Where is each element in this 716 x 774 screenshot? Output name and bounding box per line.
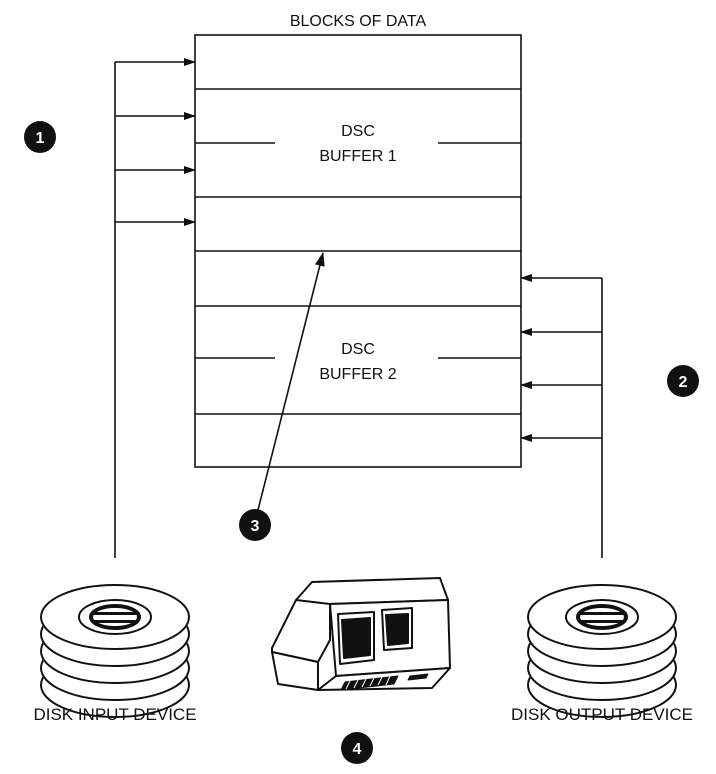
marker-number: 2 [679, 374, 688, 391]
diagram-title: BLOCKS OF DATA [290, 13, 427, 30]
marker-circle [667, 365, 699, 397]
buffer-1-line1: DSC [341, 123, 375, 140]
computer-terminal-icon [271, 577, 451, 691]
disk-stack-icon [527, 584, 677, 718]
disk-output-device: DISK OUTPUT DEVICE [511, 584, 693, 724]
buffer-stack: DSC BUFFER 1 DSC BUFFER 2 [194, 34, 522, 468]
disk-output-label: DISK OUTPUT DEVICE [511, 705, 693, 724]
marker-3: 3 [239, 509, 271, 541]
marker-circle [239, 509, 271, 541]
buffer-2-line1: DSC [341, 341, 375, 358]
marker-1: 1 [24, 121, 56, 153]
marker-number: 1 [36, 130, 45, 147]
buffer-2-line2: BUFFER 2 [319, 366, 396, 383]
output-connector [520, 274, 603, 558]
buffer-1-line2: BUFFER 1 [319, 148, 396, 165]
disk-stack-icon [40, 584, 190, 718]
pointer-arrow [257, 252, 325, 511]
marker-circle [341, 732, 373, 764]
marker-2: 2 [667, 365, 699, 397]
disk-input-device: DISK INPUT DEVICE [33, 584, 197, 724]
input-connector [114, 58, 196, 558]
disk-input-label: DISK INPUT DEVICE [33, 705, 196, 724]
marker-number: 3 [251, 518, 260, 535]
marker-4: 4 [341, 732, 373, 764]
marker-circle [24, 121, 56, 153]
marker-number: 4 [353, 741, 362, 758]
